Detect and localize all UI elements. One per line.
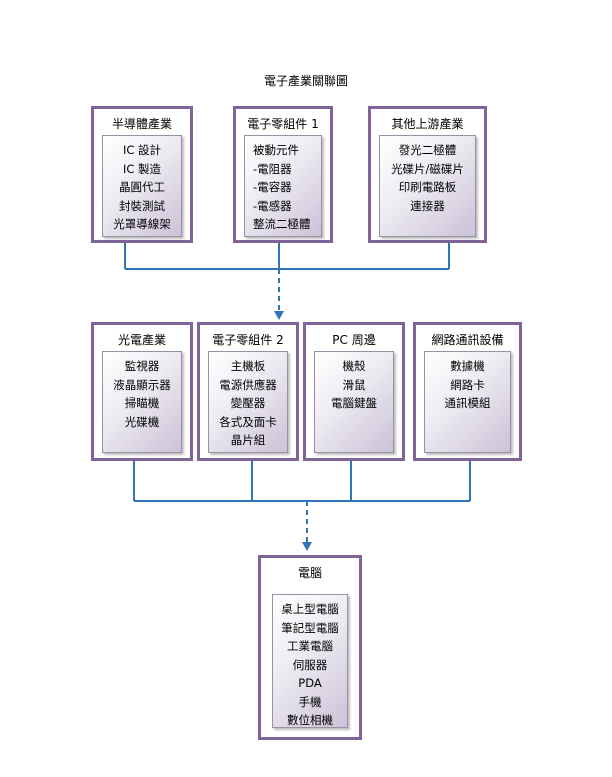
- list-item: IC 製造: [122, 161, 162, 176]
- list-item: -電阻器: [253, 161, 292, 176]
- list-item: 光碟機: [124, 414, 160, 429]
- list-item: 發光二極體: [398, 143, 457, 157]
- list-item: 工業電腦: [287, 639, 333, 653]
- node-upstream: 其他上游產業 發光二極體 光碟片/磁碟片 印刷電路板 連接器: [368, 106, 487, 243]
- node-content: 監視器 液晶顯示器 掃瞄機 光碟機: [102, 351, 182, 453]
- node-components1: 電子零組件 1 被動元件 -電阻器 -電容器 -電感器 整流二極體: [233, 106, 333, 243]
- node-networking: 網路通訊設備 數據機 網路卡 通訊模組: [413, 322, 522, 461]
- list-item: IC 設計: [122, 143, 162, 157]
- list-item: -電容器: [253, 180, 292, 194]
- node-title: 其他上游產業: [391, 117, 464, 131]
- list-item: 筆記型電腦: [281, 620, 339, 635]
- list-item: 光罩導線架: [113, 217, 171, 231]
- node-components2: 電子零組件 2 主機板 電源供應器 變壓器 各式及面卡 晶片組: [197, 322, 299, 461]
- node-content: 桌上型電腦 筆記型電腦 工業電腦 伺服器 PDA 手機 數位相機: [272, 594, 348, 728]
- list-item: 滑鼠: [342, 377, 366, 392]
- node-title: 光電產業: [117, 333, 166, 347]
- list-item: 通訊模組: [444, 396, 491, 410]
- node-content: 發光二極體 光碟片/磁碟片 印刷電路板 連接器: [379, 135, 476, 237]
- list-item: 各式及面卡: [219, 414, 277, 429]
- list-item: 被動元件: [253, 143, 299, 157]
- node-title: 網路通訊設備: [431, 333, 504, 347]
- list-item: 數位相機: [287, 713, 333, 727]
- list-item: 液晶顯示器: [113, 377, 171, 392]
- list-item: 監視器: [124, 359, 160, 373]
- node-title: 半導體產業: [111, 117, 172, 131]
- node-content: 數據機 網路卡 通訊模組: [424, 351, 511, 453]
- node-content: IC 設計 IC 製造 晶圓代工 封裝測試 光罩導線架: [102, 135, 182, 237]
- list-item: -電感器: [253, 198, 292, 213]
- node-optoelectronics: 光電產業 監視器 液晶顯示器 掃瞄機 光碟機: [91, 322, 193, 461]
- list-item: 網路卡: [450, 377, 485, 392]
- list-item: 連接器: [410, 198, 445, 213]
- list-item: 光碟片/磁碟片: [391, 161, 464, 176]
- list-item: 伺服器: [292, 657, 328, 672]
- list-item: 主機板: [230, 359, 266, 373]
- list-item: 封裝測試: [119, 198, 165, 213]
- node-content: 被動元件 -電阻器 -電容器 -電感器 整流二極體: [244, 135, 322, 237]
- node-title: 電腦: [297, 566, 322, 580]
- node-content: 機殼 滑鼠 電腦鍵盤: [314, 351, 394, 453]
- list-item: 手機: [298, 694, 322, 709]
- list-item: 晶圓代工: [119, 180, 165, 194]
- list-item: 電腦鍵盤: [331, 396, 377, 410]
- diagram-title: 電子產業關聯圖: [263, 74, 348, 88]
- node-title: 電子零組件 1: [247, 117, 319, 131]
- list-item: 整流二極體: [253, 217, 311, 231]
- list-item: 數據機: [450, 359, 485, 373]
- list-item: 機殼: [342, 359, 366, 373]
- list-item: 印刷電路板: [398, 180, 457, 194]
- list-item: PDA: [298, 676, 322, 690]
- node-title: PC 周邊: [332, 333, 376, 347]
- list-item: 電源供應器: [219, 377, 277, 392]
- node-semiconductor: 半導體產業 IC 設計 IC 製造 晶圓代工 封裝測試 光罩導線架: [91, 106, 193, 243]
- node-title: 電子零組件 2: [212, 333, 284, 347]
- list-item: 變壓器: [230, 396, 266, 410]
- node-content: 主機板 電源供應器 變壓器 各式及面卡 晶片組: [208, 351, 288, 453]
- arrow-to-mid-row: [274, 311, 284, 320]
- arrow-to-computer: [302, 542, 312, 551]
- node-peripherals: PC 周邊 機殼 滑鼠 電腦鍵盤: [303, 322, 405, 461]
- list-item: 掃瞄機: [124, 396, 160, 410]
- node-computer: 電腦 桌上型電腦 筆記型電腦 工業電腦 伺服器 PDA 手機 數位相機: [258, 555, 362, 740]
- list-item: 桌上型電腦: [281, 602, 339, 616]
- list-item: 晶片組: [230, 433, 266, 447]
